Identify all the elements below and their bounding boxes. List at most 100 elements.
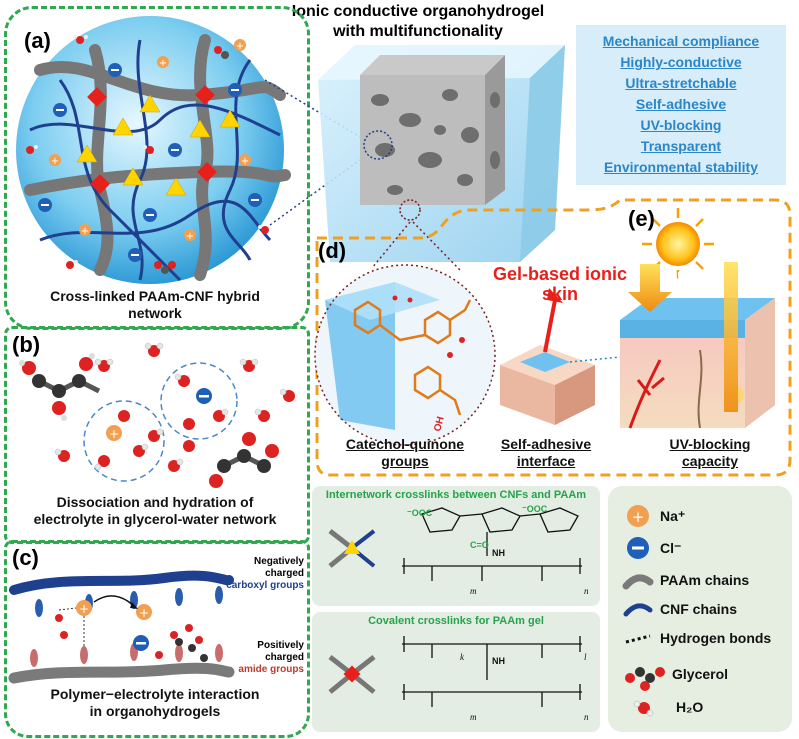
panel-b-caption: Dissociation and hydration of electrolyt… — [8, 494, 302, 528]
feature-uv-blocking: UV-blocking — [640, 117, 722, 133]
hydrogen-bond-icon — [625, 634, 651, 644]
svg-text:+: + — [109, 427, 119, 441]
pos-line1: Positively — [257, 640, 304, 651]
pos-line3: amide groups — [238, 664, 304, 675]
neg-line1: Negatively — [253, 556, 304, 567]
panel-a-caption-line1: Cross-linked PAAm-CNF hybrid — [50, 288, 260, 304]
gel-patch — [520, 352, 570, 372]
uv-arrow-through — [724, 262, 738, 412]
ooc-label-2: ⁻OOC — [522, 504, 548, 514]
cap1-line2: groups — [381, 453, 429, 469]
panel-c-caption-line1: Polymer−electrolyte interaction — [50, 686, 260, 702]
sub-m-2: m — [470, 712, 477, 722]
feature-list-box: Mechanical compliance Highly-conductive … — [576, 25, 786, 185]
pos-line2: charged — [265, 652, 304, 663]
skin-arrow — [547, 288, 563, 303]
uv-caption: UV-blocking capacity — [640, 436, 780, 470]
cap2-line2: interface — [516, 453, 576, 469]
covalent-crosslink — [195, 85, 215, 105]
panel-c-caption-line2: in organohydrogels — [89, 703, 221, 719]
glycerol-icon — [625, 667, 665, 691]
sub-m-1: m — [470, 586, 477, 596]
porous-structure — [360, 55, 505, 205]
panel-c-box — [4, 540, 310, 738]
svg-text:+: + — [79, 602, 89, 616]
catechol-structures — [353, 299, 472, 416]
panel-a-caption-line2: network — [128, 305, 182, 321]
legend-cnf: CNF chains — [660, 601, 738, 617]
cap3-line1: UV-blocking — [669, 436, 751, 452]
svg-text:+: + — [236, 41, 244, 52]
svg-text:+: + — [81, 226, 89, 237]
panel-e-label: (e) — [628, 206, 655, 231]
feature-mechanical-compliance: Mechanical compliance — [602, 33, 760, 49]
sub-l: l — [584, 652, 587, 662]
cnf-chain — [58, 79, 182, 282]
chem-title-covalent: Covalent crosslinks for PAAm gel — [368, 615, 544, 627]
legend-box — [608, 486, 792, 732]
cap3-line2: capacity — [681, 453, 739, 469]
hydration-shell — [160, 362, 238, 440]
gel-skin-label: Gel-based ionic skin — [490, 264, 630, 304]
sun-icon — [642, 208, 714, 280]
paam-chain — [34, 60, 286, 102]
neg-line3: carboxyl groups — [226, 580, 304, 591]
legend-cl: Cl⁻ — [660, 540, 682, 556]
feature-self-adhesive: Self-adhesive — [635, 96, 727, 112]
positive-charge-label: Positively charged amide groups — [214, 640, 304, 676]
svg-text:+: + — [186, 231, 194, 242]
svg-text:+: + — [139, 606, 149, 620]
internetwork-crosslinks — [76, 94, 241, 196]
uv-label: UV — [662, 268, 684, 288]
panel-d-label: (d) — [318, 238, 347, 263]
glycerol-molecule — [19, 353, 101, 421]
title-line1: Ionic conductive organohydrogel — [291, 3, 545, 20]
covalent-crosslink — [197, 162, 217, 182]
feature-transparent: Transparent — [640, 138, 722, 154]
feature-ultra-stretchable: Ultra-stretchable — [625, 75, 737, 91]
panel-a-label: (a) — [24, 28, 51, 53]
catechol-caption: Catechol-quinone groups — [320, 436, 490, 470]
paam-chain-icon — [622, 574, 654, 590]
ions: + + + + + + — [38, 39, 262, 262]
cap2-line1: Self-adhesive — [500, 436, 592, 452]
covalent-crosslink — [87, 87, 107, 107]
svg-text:+: + — [632, 508, 645, 526]
adhesive-caption: Self-adhesive interface — [486, 436, 606, 470]
neg-line2: charged — [265, 568, 304, 579]
svg-text:OH: OH — [432, 415, 447, 432]
svg-text:+: + — [241, 156, 249, 167]
title-line2: with multifunctionality — [333, 23, 503, 40]
sub-n-2: n — [584, 712, 589, 722]
panel-de-box — [315, 198, 792, 477]
paam-chain-bottom — [8, 662, 235, 684]
panel-c-diagram: + + — [8, 570, 235, 684]
panel-b-diagram: + — [19, 342, 295, 488]
glycerol-molecule — [209, 432, 279, 488]
svg-text:+: + — [159, 58, 167, 69]
sub-k: k — [460, 652, 465, 662]
cap1-line1: Catechol-quinone — [345, 436, 465, 452]
chem-structure-2: NH k l m n — [328, 636, 589, 722]
chem-structure-1: ⁻OOC ⁻OOC C=O NH m n — [328, 504, 589, 596]
feature-highly-conductive: Highly-conductive — [620, 54, 742, 70]
legend-glycerol: Glycerol — [672, 666, 729, 682]
panel-a-caption: Cross-linked PAAm-CNF hybrid network — [8, 288, 302, 322]
legend-na: Na⁺ — [660, 508, 686, 524]
water-icon — [633, 700, 654, 717]
co-label: C=O — [470, 540, 489, 550]
legend-hb: Hydrogen bonds — [660, 630, 772, 646]
water-glycerol-molecules — [26, 35, 269, 274]
panel-b-caption-line2: electrolyte in glycerol-water network — [33, 511, 277, 527]
negative-charge-label: Negatively charged carboxyl groups — [214, 556, 304, 592]
nh-label-2: NH — [492, 656, 505, 666]
svg-text:+: + — [51, 156, 59, 167]
chem-box-covalent — [312, 612, 600, 732]
panel-c-label: (c) — [12, 545, 39, 570]
skin-line2: skin — [541, 284, 579, 304]
cnf-chain-top — [9, 570, 234, 595]
covalent-crosslink — [90, 174, 110, 194]
blood-vessel — [628, 359, 665, 429]
legend-paam: PAAm chains — [660, 572, 750, 588]
